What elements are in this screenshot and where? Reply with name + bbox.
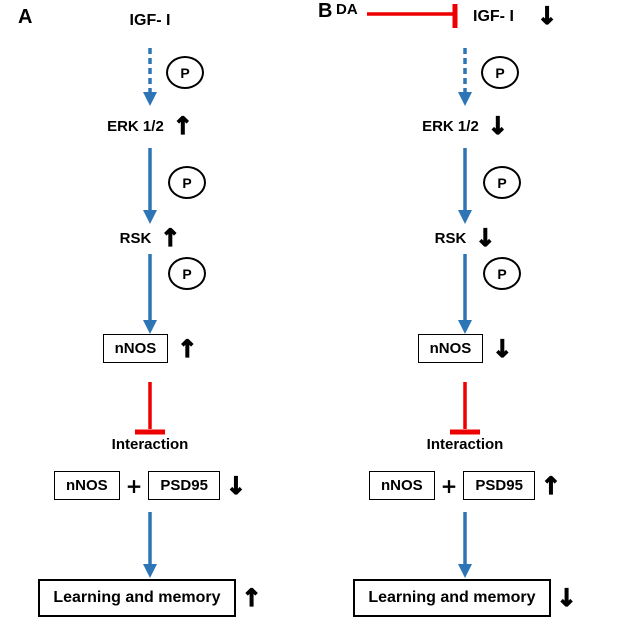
da-inhibition-icon	[367, 4, 458, 28]
outcome-row: Learning and memory ↓	[315, 579, 615, 617]
erk-label: ERK 1/2	[107, 117, 164, 135]
phospho-label: P	[182, 174, 192, 191]
plus-sign: +	[125, 473, 143, 498]
trend-up-icon: ↑	[177, 334, 198, 363]
activation-arrow-icon	[143, 148, 157, 224]
outcome-row: Learning and memory ↑	[0, 579, 300, 617]
interaction-node: Interaction	[315, 436, 615, 453]
phospho-circle: P	[483, 166, 521, 199]
complex-row: nNOS + PSD95 ↑	[315, 471, 615, 500]
phospho-label: P	[497, 265, 507, 282]
inhibition-icon	[450, 382, 480, 435]
trend-down-icon: ↓	[536, 2, 558, 30]
da-label: DA	[336, 1, 358, 18]
phospho-circle: P	[168, 166, 206, 199]
erk-node: ERK 1/2 ↓	[315, 112, 615, 140]
phospho-circle: P	[483, 257, 521, 290]
erk-node: ERK 1/2 ↑	[0, 112, 300, 140]
nnos-node: nNOS ↑	[0, 334, 300, 363]
trend-down-icon: ↓	[492, 334, 513, 363]
learning-memory-box: Learning and memory	[353, 579, 551, 617]
nnos-box: nNOS	[53, 471, 120, 500]
dashed-activation-arrow-icon	[143, 48, 157, 106]
activation-arrow-icon	[143, 254, 157, 334]
trend-up-icon: ↑	[172, 112, 193, 140]
nnos-box: nNOS	[417, 334, 484, 363]
interaction-label: Interaction	[426, 436, 504, 453]
panel-b: B DA IGF- I ↓ P ERK 1/2 ↓ P RSK ↓	[315, 0, 630, 637]
activation-arrow-icon	[143, 512, 157, 578]
panel-a-label: A	[18, 6, 33, 28]
panel-b-label: B	[318, 0, 333, 22]
phospho-circle: P	[166, 56, 204, 89]
plus-sign: +	[440, 473, 458, 498]
nnos-box: nNOS	[102, 334, 169, 363]
igf-label: IGF- I	[473, 8, 514, 25]
phospho-label: P	[180, 64, 190, 81]
activation-arrow-icon	[458, 512, 472, 578]
phospho-circle: P	[481, 56, 519, 89]
trend-up-icon: ↑	[540, 471, 562, 500]
igf-label: IGF- I	[129, 12, 171, 29]
dashed-activation-arrow-icon	[458, 48, 472, 106]
psd95-box: PSD95	[148, 471, 220, 500]
activation-arrow-icon	[458, 254, 472, 334]
rsk-node: RSK ↓	[315, 224, 615, 252]
phospho-label: P	[497, 174, 507, 191]
activation-arrow-icon	[458, 148, 472, 224]
phospho-circle: P	[168, 257, 206, 290]
panel-a: A IGF- I P ERK 1/2 ↑ P RSK ↑	[0, 6, 300, 617]
trend-down-icon: ↓	[487, 112, 508, 140]
rsk-label: RSK	[434, 229, 467, 247]
trend-down-icon: ↓	[475, 224, 496, 252]
rsk-node: RSK ↑	[0, 224, 300, 252]
phospho-label: P	[182, 265, 192, 282]
psd95-box: PSD95	[463, 471, 535, 500]
inhibition-icon	[135, 382, 165, 435]
interaction-label: Interaction	[111, 436, 189, 453]
nnos-box: nNOS	[368, 471, 435, 500]
phospho-label: P	[495, 64, 505, 81]
trend-down-icon: ↓	[225, 471, 247, 500]
igf-node: IGF- I	[0, 12, 300, 30]
trend-up-icon: ↑	[241, 584, 262, 612]
nnos-node: nNOS ↓	[315, 334, 615, 363]
erk-label: ERK 1/2	[422, 117, 479, 135]
complex-row: nNOS + PSD95 ↓	[0, 471, 300, 500]
rsk-label: RSK	[119, 229, 152, 247]
trend-down-icon: ↓	[556, 584, 577, 612]
interaction-node: Interaction	[0, 436, 300, 453]
trend-up-icon: ↑	[160, 224, 181, 252]
learning-memory-box: Learning and memory	[38, 579, 236, 617]
